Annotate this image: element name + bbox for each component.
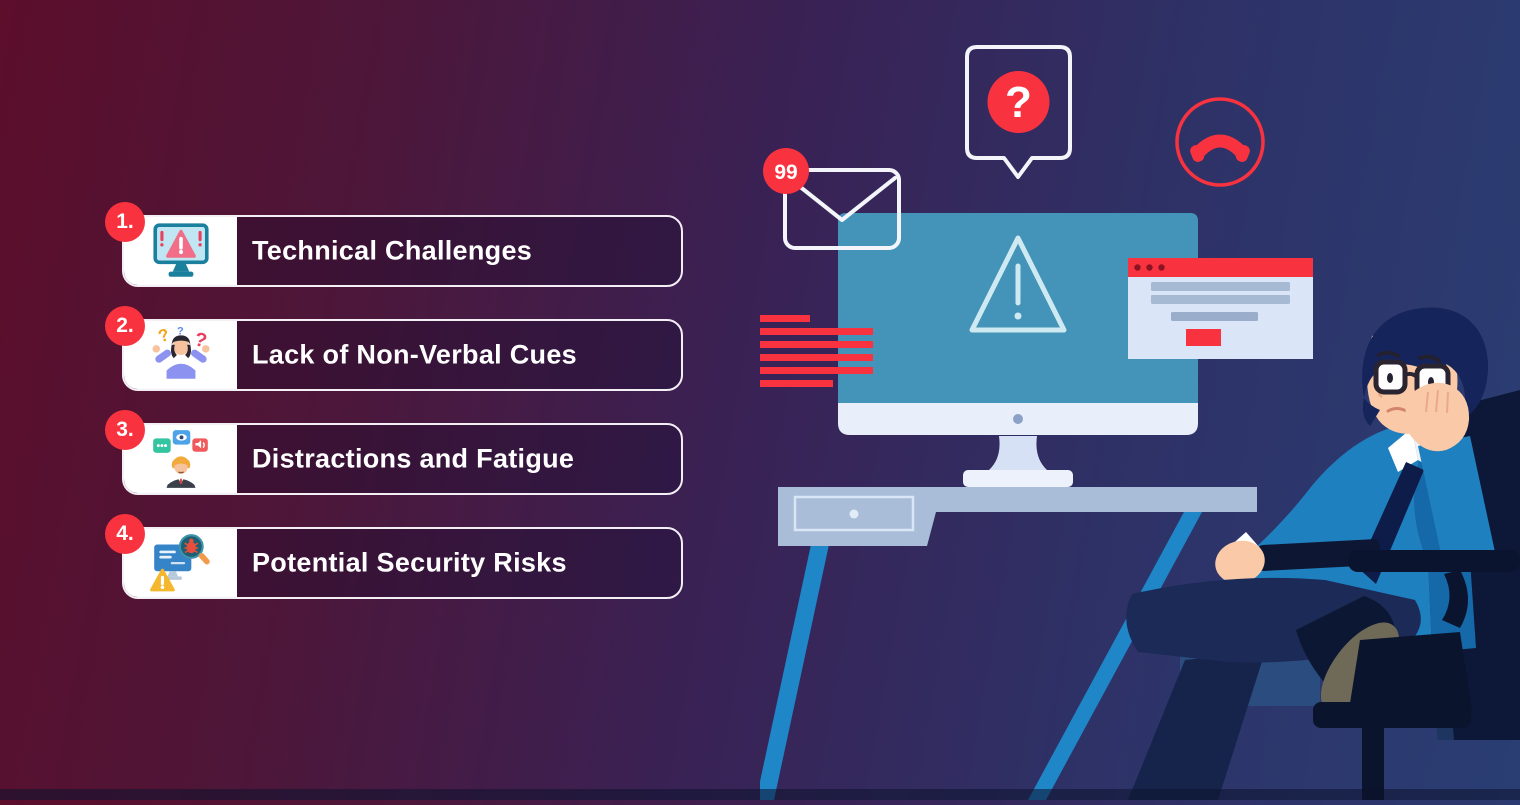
- hand-on-cheek: [1405, 382, 1470, 452]
- armrest-strut: [1442, 570, 1468, 628]
- item-number-badge: 3.: [105, 410, 145, 450]
- challenge-box: Technical Challenges: [122, 215, 683, 287]
- lower-leg: [1128, 652, 1265, 800]
- declined-call-icon: [1175, 97, 1265, 187]
- popup-titlebar: [1128, 258, 1313, 277]
- challenge-title: Lack of Non-Verbal Cues: [252, 339, 577, 370]
- chair-pole: [1362, 726, 1384, 800]
- challenge-title: Technical Challenges: [252, 235, 533, 266]
- monitor-stand: [989, 436, 1047, 470]
- item-number-badge: 2.: [105, 306, 145, 346]
- bottom-border-strip: [0, 789, 1520, 800]
- mouth: [1386, 407, 1408, 413]
- error-popup-window: [1128, 258, 1313, 359]
- item-number-badge: 4.: [105, 514, 145, 554]
- challenge-item-distractions: 3.: [105, 410, 683, 495]
- challenge-title: Distractions and Fatigue: [252, 443, 575, 474]
- challenge-box: Distractions and Fatigue: [122, 423, 683, 495]
- monitor-warning-icon: [152, 223, 209, 277]
- challenge-item-technical: 1. Technical Challenges: [105, 202, 683, 287]
- question-mark-glyph: ?: [155, 324, 171, 346]
- unread-count: 99: [774, 161, 797, 184]
- tired-man-illustration: 99 ?: [756, 0, 1520, 800]
- item-number: 4.: [116, 522, 134, 545]
- resting-hand: [1215, 540, 1265, 584]
- item-number: 2.: [116, 314, 134, 337]
- email-notification-icon: 99: [763, 148, 901, 250]
- item-number: 1.: [116, 210, 134, 233]
- desk: [778, 487, 1257, 546]
- hair: [1362, 398, 1380, 426]
- menu-stripes-decoration: [760, 315, 873, 387]
- chair-armrest: [1348, 550, 1520, 572]
- icon-plate: [124, 529, 237, 597]
- challenge-box: ? ? ? Lack of Non-Verbal Cues: [122, 319, 683, 391]
- challenge-box: Potential Security Risks: [122, 527, 683, 599]
- security-bug-icon: [149, 534, 210, 592]
- question-bubble-icon: ?: [965, 45, 1072, 179]
- item-number-badge: 1.: [105, 202, 145, 242]
- unread-count-badge: [763, 148, 809, 194]
- challenge-item-nonverbal: 2. ? ? ? Lack of Non-Ve: [105, 306, 683, 391]
- forearm: [1418, 436, 1495, 572]
- popup-button: [1186, 329, 1221, 346]
- monitor-illustration: [838, 213, 1198, 487]
- challenge-title: Potential Security Risks: [252, 547, 567, 578]
- desk-drawer: [793, 495, 915, 532]
- distracted-man-icon: [152, 430, 208, 488]
- question-mark-glyph: ?: [176, 325, 183, 337]
- desk-legs: [756, 512, 1202, 800]
- chair-underseat: [1348, 632, 1472, 716]
- icon-plate: [124, 217, 237, 285]
- confused-woman-icon: ? ? ?: [152, 324, 209, 379]
- question-mark: ?: [1005, 78, 1032, 127]
- item-number: 3.: [116, 418, 134, 441]
- challenge-item-security: 4.: [105, 514, 683, 599]
- chair-bracket: [1313, 702, 1471, 728]
- shirt-collar: [1388, 428, 1418, 472]
- drawer-knob: [849, 509, 859, 519]
- webcam-dot: [1013, 414, 1023, 424]
- illustration-svg: 99 ?: [756, 45, 1520, 800]
- monitor-base: [963, 470, 1073, 487]
- office-chair-front: [1313, 550, 1520, 800]
- warning-triangle-icon: [969, 235, 1067, 333]
